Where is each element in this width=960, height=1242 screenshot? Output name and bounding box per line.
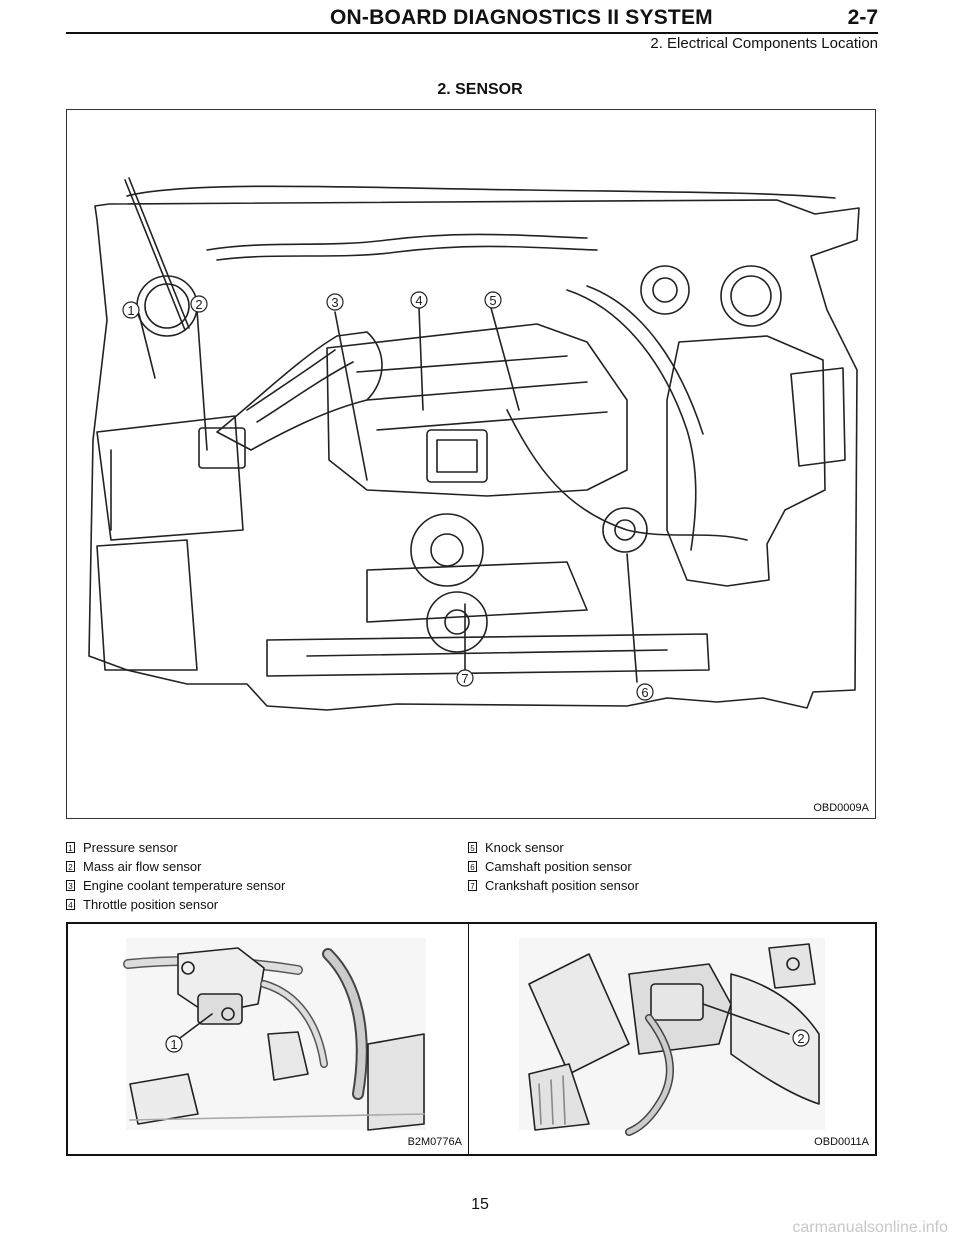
engine-bay-illustration: 1 2 3 4 5 6 7 [88, 177, 860, 711]
mass-air-flow-sensor-photo: 2 OBD0011A [469, 924, 875, 1154]
main-figure-code: OBD0009A [813, 802, 869, 814]
legend-label: Knock sensor [485, 840, 564, 855]
legend-item: 7 Crankshaft position sensor [468, 876, 639, 895]
sensor-photo-figures: 1 B2M0776A 2 OBD0011A [66, 922, 877, 1156]
header-section-number: 2-7 [847, 6, 878, 29]
callout-1: 1 [127, 303, 134, 318]
legend-number-badge: 1 [66, 842, 75, 853]
legend-item: 1 Pressure sensor [66, 838, 285, 857]
legend-number-badge: 3 [66, 880, 75, 891]
legend-item: 5 Knock sensor [468, 838, 639, 857]
legend-number-badge: 2 [66, 861, 75, 872]
legend-number-badge: 7 [468, 880, 477, 891]
legend-number-badge: 5 [468, 842, 477, 853]
legend-label: Camshaft position sensor [485, 859, 632, 874]
callout-2: 2 [195, 297, 202, 312]
section-title: 2. SENSOR [437, 81, 523, 98]
legend-label: Crankshaft position sensor [485, 878, 639, 893]
legend-label: Mass air flow sensor [83, 859, 202, 874]
legend-label: Throttle position sensor [83, 897, 219, 912]
callout-7: 7 [461, 671, 468, 686]
callout-5: 5 [489, 293, 496, 308]
legend-item: 4 Throttle position sensor [66, 895, 285, 914]
callout-6: 6 [641, 685, 648, 700]
legend-label: Pressure sensor [83, 840, 178, 855]
pressure-sensor-photo: 1 B2M0776A [68, 924, 468, 1154]
callout-3: 3 [331, 295, 338, 310]
legend-item: 6 Camshaft position sensor [468, 857, 639, 876]
header-rule [66, 32, 878, 34]
callout-4: 4 [415, 293, 422, 308]
right-figure-code: OBD0011A [814, 1136, 869, 1148]
pressure-sensor-illustration: 1 [123, 938, 426, 1131]
page-number: 15 [471, 1196, 489, 1213]
legend-number-badge: 6 [468, 861, 477, 872]
header-subtitle: 2. Electrical Components Location [650, 35, 878, 52]
legend-item: 3 Engine coolant temperature sensor [66, 876, 285, 895]
legend-item: 2 Mass air flow sensor [66, 857, 285, 876]
legend-column-2: 5 Knock sensor 6 Camshaft position senso… [468, 838, 639, 895]
figure-divider [468, 924, 469, 1154]
header-title: ON-BOARD DIAGNOSTICS II SYSTEM [330, 6, 713, 29]
legend-label: Engine coolant temperature sensor [83, 878, 286, 893]
mass-air-flow-sensor-callout: 2 [797, 1031, 804, 1046]
legend-column-1: 1 Pressure sensor 2 Mass air flow sensor… [66, 838, 285, 914]
left-figure-code: B2M0776A [407, 1136, 462, 1148]
page-header: ON-BOARD DIAGNOSTICS II SYSTEM 2-7 2. El… [66, 0, 878, 62]
pressure-sensor-callout: 1 [170, 1037, 177, 1052]
watermark: carmanualsonline.info [792, 1219, 948, 1236]
mass-air-flow-sensor-illustration: 2 [519, 938, 825, 1136]
engine-bay-figure: 1 2 3 4 5 6 7 OBD0009A [66, 109, 876, 819]
legend-number-badge: 4 [66, 899, 75, 910]
